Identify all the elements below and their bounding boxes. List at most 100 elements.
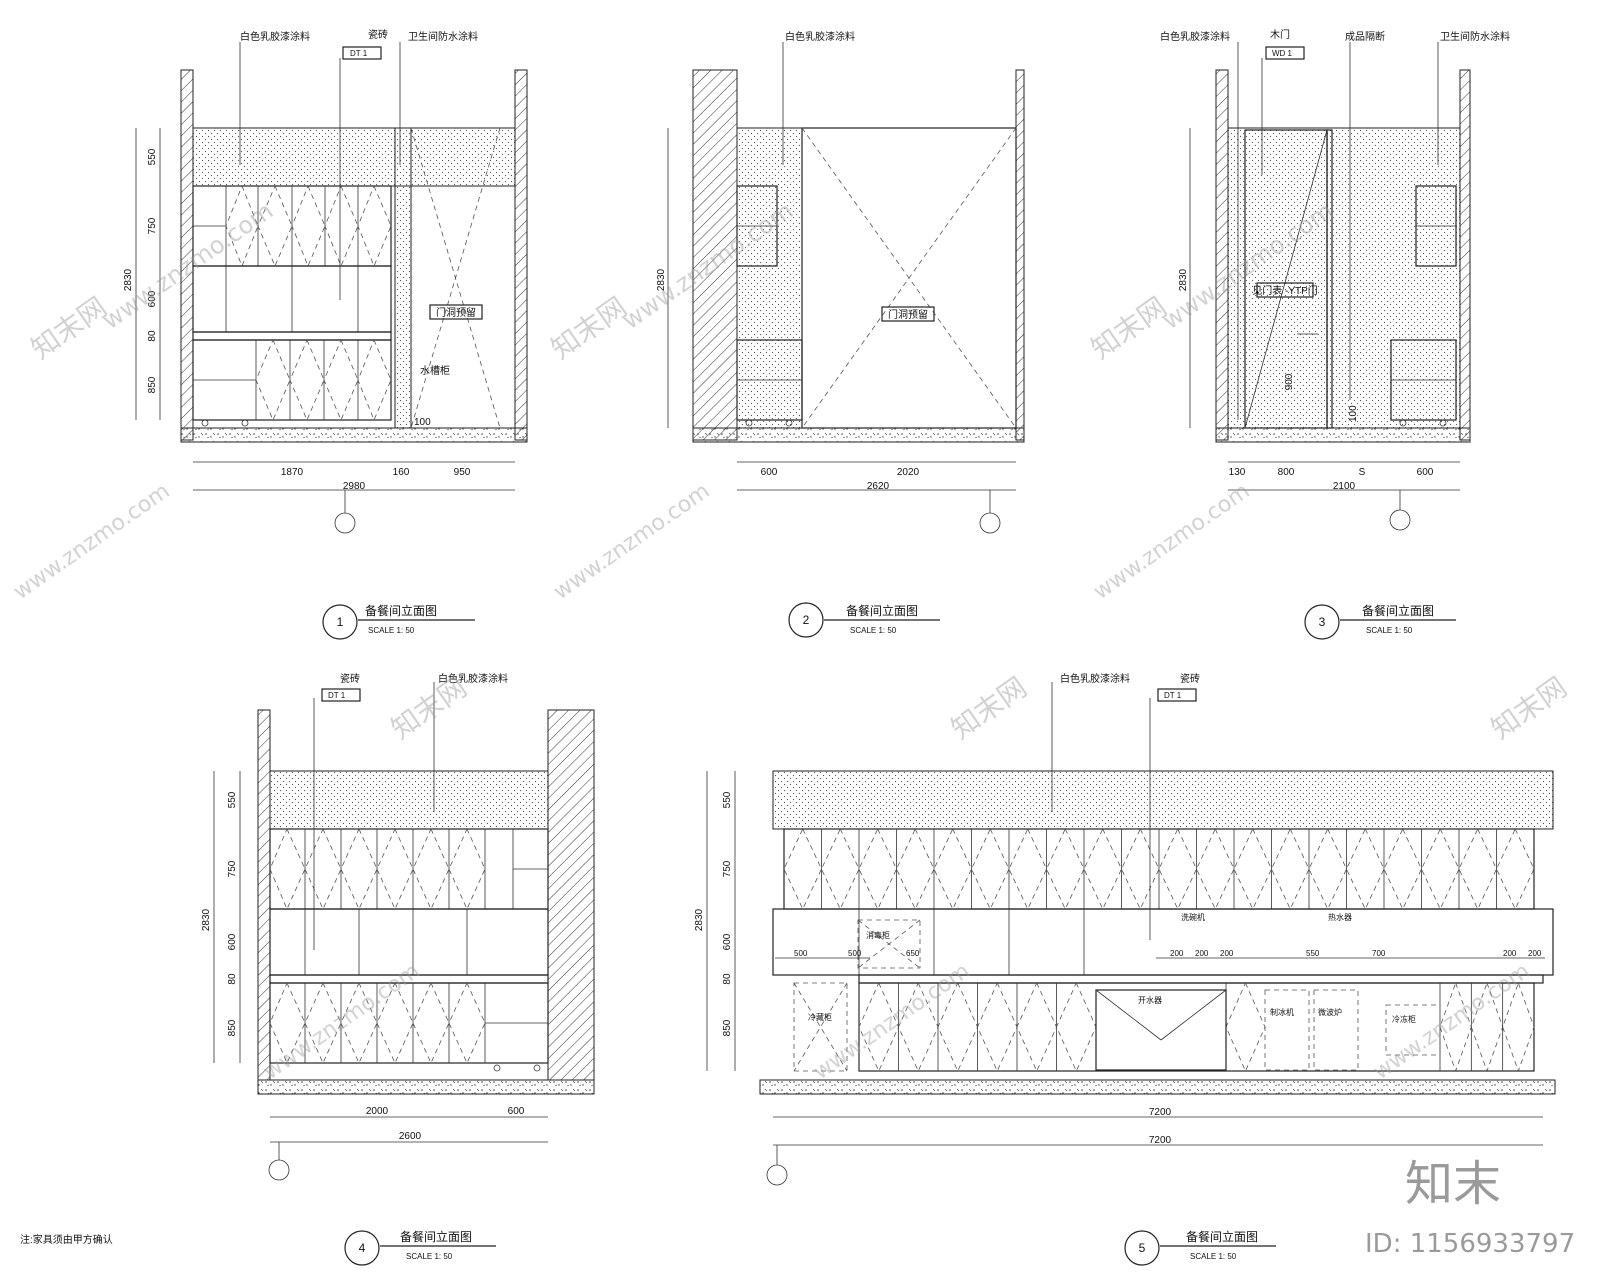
- svg-text:2000: 2000: [366, 1106, 389, 1117]
- svg-text:卫生间防水涂料: 卫生间防水涂料: [1440, 30, 1510, 43]
- wall-finish-side: [394, 127, 412, 429]
- title-bubble-3: [1304, 604, 1340, 640]
- wall-left: [257, 709, 271, 1081]
- callout-finish: 白色乳胶漆涂料: [1060, 672, 1130, 685]
- equipment-box: [857, 919, 921, 969]
- svg-text:知末网: 知末网: [1485, 671, 1573, 746]
- svg-text:见门表 -YTP门: 见门表 -YTP门: [1252, 284, 1318, 297]
- svg-text:SCALE 1: 50: SCALE 1: 50: [406, 1252, 453, 1261]
- svg-text:550: 550: [1306, 949, 1320, 958]
- svg-text:1870: 1870: [281, 467, 304, 478]
- svg-text:160: 160: [393, 467, 410, 478]
- svg-text:2600: 2600: [399, 1131, 422, 1142]
- backsplash: [772, 908, 1554, 976]
- svg-text:1: 1: [337, 615, 344, 629]
- title-2: 备餐间立面图: [846, 603, 918, 618]
- elevation-2: 门洞预留 白色乳胶漆涂料 2830 600 2020 2620 2 备餐间立面图…: [656, 30, 1025, 638]
- svg-text:600: 600: [508, 1106, 525, 1117]
- equipment-box: [793, 982, 848, 1072]
- svg-text:SCALE 1: 50: SCALE 1: 50: [368, 626, 415, 635]
- svg-text:门洞预留: 门洞预留: [888, 308, 928, 321]
- svg-text:2020: 2020: [897, 467, 920, 478]
- wall-finish-band: [192, 127, 516, 187]
- svg-text:750: 750: [147, 217, 158, 234]
- svg-text:600: 600: [1417, 467, 1434, 478]
- wall-finish-band: [269, 770, 549, 830]
- svg-text:2620: 2620: [867, 481, 890, 492]
- svg-text:7200: 7200: [1149, 1135, 1172, 1146]
- svg-text:制冰机: 制冰机: [1270, 1007, 1294, 1017]
- svg-text:2100: 2100: [1333, 481, 1356, 492]
- floor-slab: [692, 427, 1025, 443]
- svg-text:www.znzmo.com: www.znzmo.com: [9, 479, 174, 605]
- countertop: [192, 331, 392, 341]
- callout-finish: 白色乳胶漆涂料: [785, 30, 855, 43]
- svg-text:洗碗机: 洗碗机: [1181, 912, 1205, 922]
- sink-note: 水槽柜: [420, 364, 450, 377]
- svg-text:微波炉: 微波炉: [1318, 1007, 1342, 1017]
- svg-text:SCALE 1: 50: SCALE 1: 50: [1366, 626, 1413, 635]
- svg-text:WD 1: WD 1: [1272, 49, 1293, 58]
- title-3: 备餐间立面图: [1362, 603, 1434, 618]
- svg-text:5: 5: [1139, 1241, 1146, 1255]
- svg-text:500: 500: [848, 949, 862, 958]
- callout-tile: 瓷砖: [368, 28, 388, 41]
- equipment-box: [1313, 989, 1359, 1071]
- svg-text:600: 600: [147, 290, 158, 307]
- wall-finish-panel: [736, 127, 803, 429]
- svg-text:750: 750: [722, 860, 733, 877]
- svg-text:www.znzmo.com: www.znzmo.com: [809, 959, 974, 1085]
- svg-text:550: 550: [227, 791, 238, 808]
- svg-text:SCALE 1: 50: SCALE 1: 50: [1190, 1252, 1237, 1261]
- svg-text:550: 550: [147, 148, 158, 165]
- svg-text:80: 80: [147, 330, 158, 342]
- elevation-4: 瓷砖 DT 1 白色乳胶漆涂料 550 750 600 80 850 2830 …: [201, 672, 595, 1266]
- svg-text:200: 200: [1195, 949, 1209, 958]
- floor-slab: [759, 1079, 1556, 1095]
- svg-text:2830: 2830: [694, 908, 705, 931]
- elevation-5: 冷藏柜 消毒柜 开水器 制冰机 微波炉 冷冻柜 洗碗机 热水器 500 500 …: [694, 672, 1556, 1266]
- svg-text:www.znzmo.com: www.znzmo.com: [1089, 479, 1254, 605]
- svg-text:600: 600: [761, 467, 778, 478]
- svg-text:2830: 2830: [201, 908, 212, 931]
- svg-text:500: 500: [794, 949, 808, 958]
- svg-text:200: 200: [1503, 949, 1517, 958]
- svg-text:成品隔断: 成品隔断: [1345, 30, 1385, 43]
- svg-text:知末网: 知末网: [25, 291, 113, 366]
- callout-finish: 白色乳胶漆涂料: [438, 672, 508, 685]
- svg-text:850: 850: [722, 1019, 733, 1036]
- svg-text:650: 650: [906, 949, 920, 958]
- svg-text:600: 600: [227, 933, 238, 950]
- wall-left: [1215, 69, 1229, 441]
- svg-text:2830: 2830: [1178, 268, 1189, 291]
- wall-right: [547, 709, 595, 1081]
- svg-text:4: 4: [359, 1241, 366, 1255]
- svg-text:750: 750: [227, 860, 238, 877]
- svg-text:2830: 2830: [656, 268, 667, 291]
- title-bubble-2: [788, 602, 824, 638]
- wall-right: [514, 69, 528, 441]
- wall-finish: [1227, 127, 1461, 429]
- callout-finish: 白色乳胶漆涂料: [240, 30, 310, 43]
- svg-text:900: 900: [1284, 373, 1295, 390]
- svg-text:DT 1: DT 1: [1164, 691, 1182, 700]
- watermark-id: ID: 1156933797: [1365, 1229, 1575, 1259]
- title-bubble-5: [1124, 1230, 1160, 1266]
- svg-text:DT 1: DT 1: [328, 691, 346, 700]
- svg-text:木门: 木门: [1270, 28, 1290, 41]
- title-4: 备餐间立面图: [400, 1229, 472, 1244]
- svg-text:冷藏柜: 冷藏柜: [808, 1012, 832, 1022]
- svg-text:知末网: 知末网: [945, 671, 1033, 746]
- svg-text:S: S: [1359, 467, 1366, 478]
- svg-text:80: 80: [722, 973, 733, 985]
- svg-text:知末网: 知末网: [385, 671, 473, 746]
- svg-text:SCALE 1: 50: SCALE 1: 50: [850, 626, 897, 635]
- wall-right: [1459, 69, 1471, 441]
- watermark-brand: 知末: [1405, 1156, 1501, 1212]
- svg-text:www.znzmo.com: www.znzmo.com: [549, 479, 714, 605]
- svg-text:100: 100: [1348, 405, 1359, 422]
- svg-text:550: 550: [722, 791, 733, 808]
- svg-text:800: 800: [1278, 467, 1295, 478]
- floor-slab: [257, 1079, 595, 1095]
- callout-tile: 瓷砖: [340, 672, 360, 685]
